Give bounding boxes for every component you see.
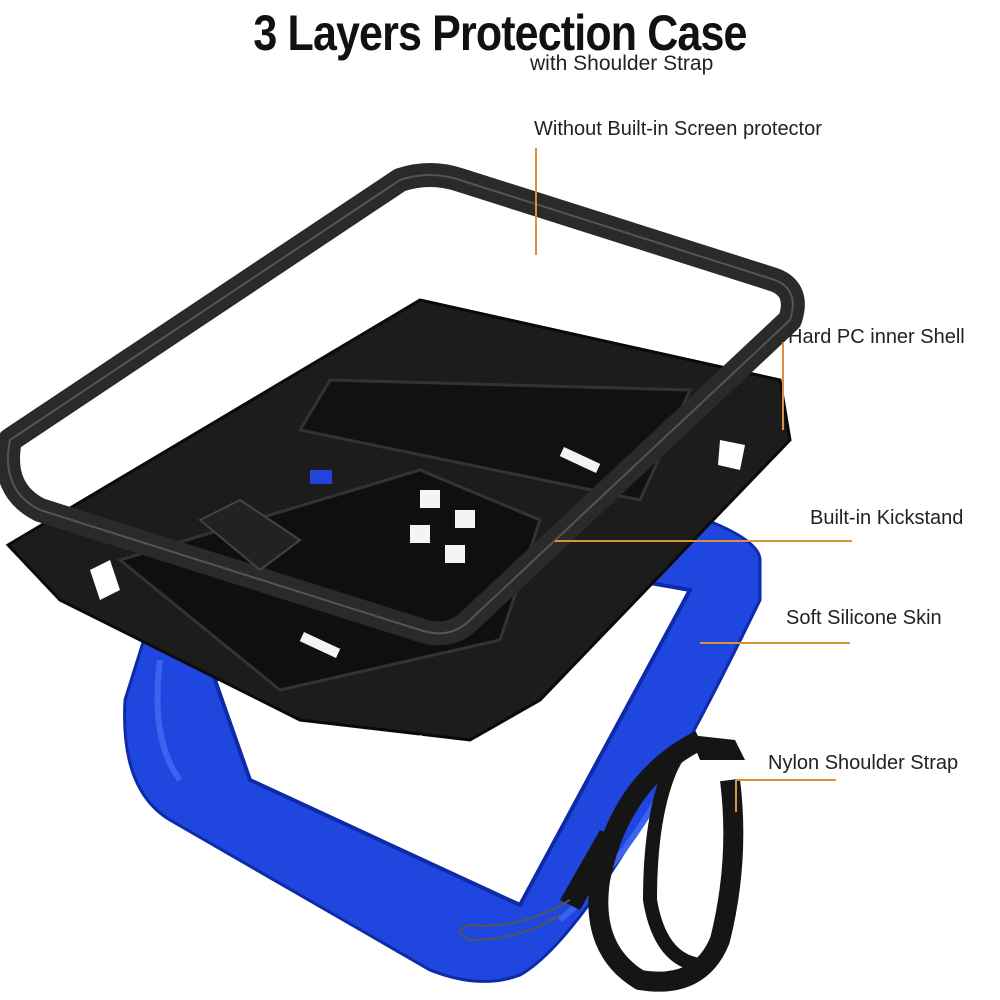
callout-shoulder-strap: Nylon Shoulder Strap — [768, 752, 959, 774]
shoulder-strap — [459, 731, 745, 992]
page-subtitle: with Shoulder Strap — [530, 52, 714, 75]
callout-screen-protector: Without Built-in Screen protector — [534, 118, 822, 140]
screen-frame — [0, 163, 805, 646]
page-title: 3 Layers Protection Case — [253, 5, 747, 61]
callout-silicone-skin: Soft Silicone Skin — [786, 607, 942, 629]
callout-kickstand: Built-in Kickstand — [810, 507, 964, 529]
leader-lines — [535, 148, 852, 812]
callout-hard-shell: Hard PC inner Shell — [788, 326, 965, 348]
